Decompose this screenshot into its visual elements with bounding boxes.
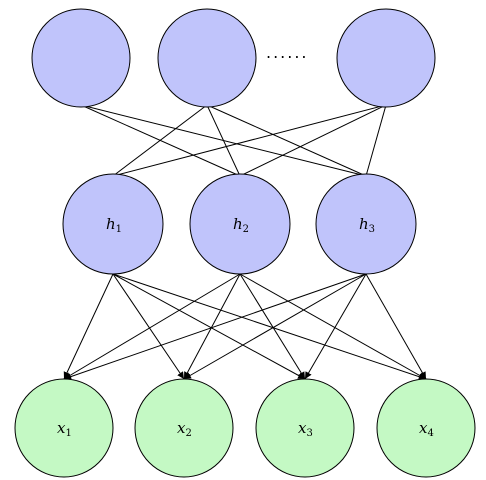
node-x4: x4 <box>376 378 476 478</box>
edge-t3-h2 <box>239 104 387 177</box>
node-x2: x2 <box>134 378 234 478</box>
node-label-h3: h3 <box>359 215 375 235</box>
node-t3 <box>336 8 436 108</box>
ellipsis: ...... <box>266 43 309 62</box>
edge-t2-h1 <box>112 104 208 177</box>
node-t1 <box>31 8 131 108</box>
arrow-h3-x3 <box>304 273 367 380</box>
undirected-edges <box>80 104 387 177</box>
node-circle-h3 <box>315 173 417 275</box>
edge-t2-h2 <box>206 104 241 177</box>
edge-t2-h3 <box>206 104 367 177</box>
directed-edges <box>63 273 427 381</box>
node-label-h1: h1 <box>106 215 122 235</box>
arrow-h1-x2 <box>112 273 185 380</box>
nodes: h1 h2 h3 x1 x2 x3 x4 <box>14 8 476 478</box>
arrow-h1-x1 <box>63 273 114 380</box>
node-x3: x3 <box>255 378 355 478</box>
node-circle-h2 <box>189 173 291 275</box>
node-circle-t2 <box>157 8 257 108</box>
arrow-h2-x4 <box>239 273 427 380</box>
node-circle-x1 <box>14 378 114 478</box>
node-label-h2: h2 <box>233 215 249 235</box>
node-circle-h1 <box>62 173 164 275</box>
node-x1: x1 <box>14 378 114 478</box>
node-h2: h2 <box>189 173 291 275</box>
arrow-h3-x2 <box>183 273 367 380</box>
node-circle-x3 <box>255 378 355 478</box>
node-t2 <box>157 8 257 108</box>
arrow-h2-x2 <box>183 273 241 380</box>
node-h3: h3 <box>315 173 417 275</box>
node-label-x2: x2 <box>177 419 192 439</box>
arrow-h2-x3 <box>239 273 306 380</box>
edge-t3-h1 <box>112 104 387 177</box>
edge-t3-h3 <box>365 104 387 177</box>
node-label-x4: x4 <box>419 419 434 439</box>
node-circle-x4 <box>376 378 476 478</box>
node-label-x1: x1 <box>57 419 72 439</box>
arrow-h3-x4 <box>365 273 427 380</box>
arrow-h1-x4 <box>112 273 427 381</box>
node-label-x3: x3 <box>298 419 313 439</box>
node-h1: h1 <box>62 173 164 275</box>
arrow-h3-x1 <box>63 273 367 381</box>
arrow-h1-x3 <box>112 273 306 380</box>
node-circle-x2 <box>134 378 234 478</box>
node-circle-t3 <box>336 8 436 108</box>
arrow-h2-x1 <box>63 273 241 380</box>
node-circle-t1 <box>31 8 131 108</box>
